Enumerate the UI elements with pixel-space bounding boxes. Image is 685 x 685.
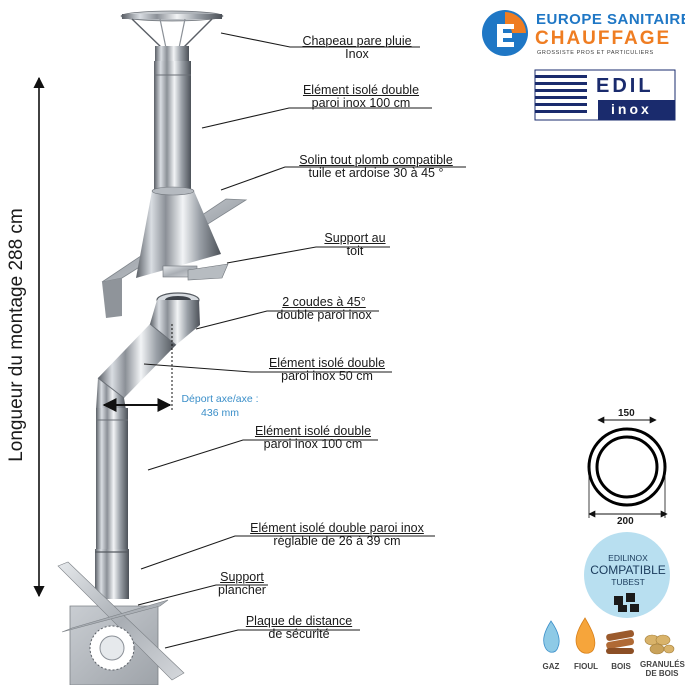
callout-rain-cap: Chapeau pare pluie Inox <box>292 35 422 61</box>
outer-diameter-label: 200 <box>617 516 634 527</box>
pipe-cross-section <box>587 416 668 518</box>
callout-safety-plate: Plaque de distance de sécurité <box>232 615 366 641</box>
badge-line1: EDILINOX <box>608 553 648 563</box>
fuel-label-oil: FIOUL <box>574 662 598 671</box>
callout-lower-pipe: Elément isolé double paroi inox 100 cm <box>240 425 386 451</box>
badge-line3: TUBEST <box>611 577 645 587</box>
fuel-label-pellets: GRANULÉS DE BOIS <box>640 660 685 678</box>
callout-line1: Plaque de distance <box>245 614 353 628</box>
edil-wordmark: EDIL <box>596 75 654 97</box>
roof-support <box>162 263 229 281</box>
callout-roof-support: Support au toit <box>310 232 400 258</box>
wood-logs-icon <box>606 630 635 654</box>
callout-line1: 2 coudes à 45° <box>282 295 366 309</box>
callout-line1: Support au <box>324 231 386 245</box>
gas-flame-icon <box>543 620 560 653</box>
callout-flashing: Solin tout plomb compatible tuile et ard… <box>282 154 470 180</box>
callout-line2: plancher <box>218 583 266 597</box>
oil-flame-icon <box>575 617 596 654</box>
callout-line2: paroi inox 100 cm <box>311 96 411 110</box>
callout-line1: Elément isolé double <box>268 356 386 370</box>
inox-wordmark: inox <box>611 101 652 117</box>
compatible-badge <box>584 532 670 618</box>
callout-adjustable: Elément isolé double paroi inox réglable… <box>232 522 442 548</box>
edil-inox-logo <box>534 69 676 121</box>
roof-flashing <box>101 186 248 318</box>
callout-line2: tuile et ardoise 30 à 45 ° <box>308 166 444 180</box>
callout-line1: Chapeau pare pluie <box>302 34 412 48</box>
fuel-label-gas: GAZ <box>542 662 560 671</box>
leader-lines <box>137 32 466 649</box>
callout-floor-support: Support plancher <box>206 571 278 597</box>
callout-line1: Solin tout plomb compatible <box>299 153 453 167</box>
brand-name-line2: CHAUFFAGE <box>535 28 672 49</box>
callout-line2: paroi inox 50 cm <box>281 369 373 383</box>
brand-name-line1: EUROPE SANITAIRE <box>536 11 685 28</box>
callout-upper-pipe: Elément isolé double paroi inox 100 cm <box>288 84 434 110</box>
pellets-icon <box>644 634 675 655</box>
callout-50cm-element: Elément isolé double paroi inox 50 cm <box>254 357 400 383</box>
callout-line2: de sécurité <box>268 627 330 641</box>
callout-line1: Elément isolé double <box>302 83 420 97</box>
callout-line2: paroi inox 100 cm <box>263 437 363 451</box>
callout-line2: Inox <box>345 47 369 61</box>
badge-line2: COMPATIBLE <box>590 563 666 577</box>
inner-diameter-label: 150 <box>618 408 635 419</box>
mounting-length-label: Longueur du montage 288 cm <box>6 208 27 462</box>
adjustable-pipe <box>95 549 129 599</box>
offset-label: Déport axe/axe : 436 mm <box>170 392 270 420</box>
callout-line2: double paroi inox <box>276 308 372 322</box>
callout-line1: Elément isolé double <box>254 424 372 438</box>
callout-line1: Support <box>220 570 264 584</box>
callout-line2: réglable de 26 à 39 cm <box>273 534 401 548</box>
callout-line1: Elément isolé double paroi inox <box>250 521 424 535</box>
floor-support <box>57 561 185 685</box>
callout-line2: toit <box>346 244 364 258</box>
lower-pipe <box>96 408 128 550</box>
brand-tagline: GROSSISTE PROS ET PARTICULIERS <box>537 50 654 56</box>
offset-label-line2: 436 mm <box>201 407 239 419</box>
rain-cap <box>120 10 224 61</box>
upper-pipe <box>154 61 191 191</box>
europe-sanitaire-logo <box>482 10 528 56</box>
offset-label-line1: Déport axe/axe : <box>181 393 259 405</box>
callout-elbows: 2 coudes à 45° double paroi inox <box>262 296 386 322</box>
fuel-label-wood: BOIS <box>611 662 631 671</box>
